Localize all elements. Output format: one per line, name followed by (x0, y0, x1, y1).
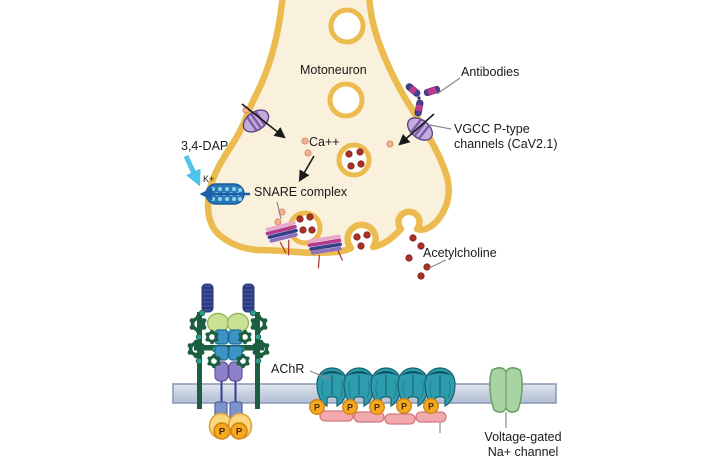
calcium-dots (242, 106, 394, 226)
dap-block-arrow (183, 154, 201, 187)
dap-label: 3,4-DAP (181, 139, 229, 153)
achr-cluster: P P P P P (309, 367, 456, 433)
vgcc-channel-right (406, 117, 434, 141)
svg-text:P: P (401, 402, 407, 412)
vgcc-label-line2: channels (CaV2.1) (454, 137, 558, 151)
svg-text:P: P (219, 427, 226, 438)
vgcc-label-line1: VGCC P-type (454, 122, 530, 136)
label-pointer-lines (276, 77, 507, 428)
rapsyn-bars (319, 410, 447, 425)
motoneuron-label: Motoneuron (300, 63, 367, 77)
calcium-label: Ca++ (309, 135, 340, 149)
phospho-circle: P (213, 422, 231, 440)
snare-complex-right (307, 234, 344, 269)
vgcc-channel-left (242, 109, 270, 133)
sodium-channel-label-line1: Voltage-gated (484, 430, 562, 444)
sodium-channel-label: Voltage-gated Na+ channel (477, 430, 569, 460)
sodium-channel-label-line2: Na+ channel (487, 445, 559, 459)
vesicle-ach-1 (336, 142, 372, 178)
endocytic-pit-interior (402, 215, 416, 230)
vesicle-empty-2 (327, 81, 365, 119)
achr-phospho-circles: P P P P P (309, 398, 439, 415)
svg-text:P: P (236, 427, 243, 438)
snare-label: SNARE complex (254, 185, 348, 199)
vgcc-label: VGCC P-type channels (CaV2.1) (454, 122, 558, 152)
musk-agrin-complex: P P (185, 283, 272, 440)
antibody-icons (404, 81, 441, 117)
snare-complex-left (265, 221, 298, 256)
acetylcholine-dots (296, 148, 431, 280)
svg-text:P: P (374, 403, 380, 413)
svg-text:P: P (428, 402, 434, 412)
sodium-channel (489, 367, 523, 413)
motoneuron-terminal (204, 0, 452, 256)
agrin-coiled-rods (201, 283, 255, 313)
antibodies-label: Antibodies (461, 65, 520, 79)
calcium-influx-arrows (241, 103, 435, 182)
vesicle-empty-1 (328, 7, 366, 45)
acetylcholine-label: Acetylcholine (423, 246, 497, 260)
svg-text:P: P (314, 403, 320, 413)
k-plus-label: K+ (203, 174, 215, 184)
potassium-channel (199, 183, 250, 205)
svg-text:P: P (347, 403, 353, 413)
achr-label: AChR (271, 362, 305, 376)
phospho-circle: P (230, 422, 248, 440)
